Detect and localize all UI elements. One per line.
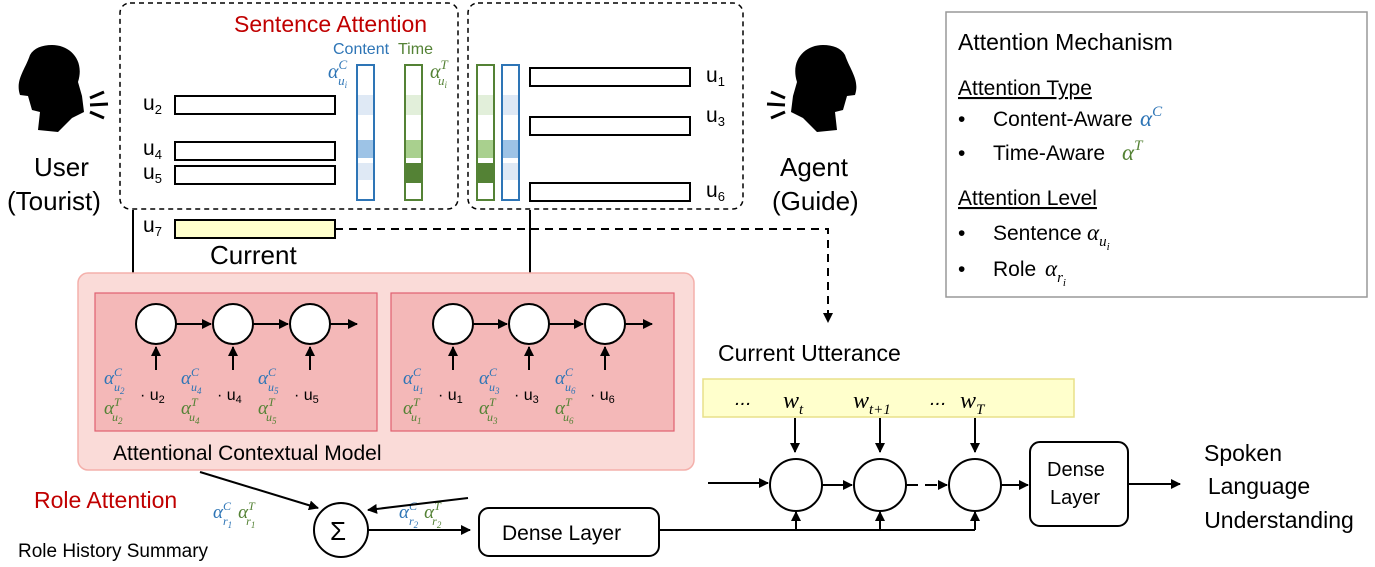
u2-bar [174,95,336,115]
attention-level-heading: Attention Level [958,187,1097,210]
u5-bar [174,165,336,185]
bullet-sentence: • [958,222,965,245]
u2-label: u2 [143,92,162,117]
attentional-model-label: Attentional Contextual Model [113,442,382,465]
svg-text:· u3: · u3 [514,387,539,406]
bullet-time: • [958,142,965,165]
dense-layer-2-box [1029,441,1129,527]
slu-rnn [708,418,1029,512]
slu-line2: Language [1208,473,1310,499]
attention-type-heading: Attention Type [958,77,1092,100]
user-history-box [119,2,459,210]
sigma-label: Σ [330,516,346,546]
word-dots-2: ... [930,388,947,410]
role-level-label: Role [993,258,1036,281]
user-rnn [135,303,358,370]
current-utterance-box [702,378,1075,418]
dense-layer-box [478,507,660,557]
agent-rnn [432,303,653,370]
u5-label: u5 [143,161,162,186]
dense-layer-label: Dense Layer [502,522,621,545]
u1-bar [529,67,691,87]
u4-label: u4 [143,137,162,162]
svg-text:· u6: · u6 [590,387,615,406]
dense-2-line2: Layer [1050,487,1100,509]
current-utterance-label: Current Utterance [718,340,901,366]
word-wT: wT [960,388,986,418]
svg-text:· u5: · u5 [294,387,319,406]
role-attention-label: Role Attention [34,487,177,513]
word-wt1: wt+1 [853,388,891,418]
current-label: Current [210,240,297,270]
time-aware-label: Time-Aware [993,142,1105,165]
word-wt: wt [783,388,804,418]
sentence-attention-label: Sentence Attention [234,11,427,37]
time-label: Time [398,41,433,58]
dense-2-line1: Dense [1047,459,1105,481]
agent-sublabel: (Guide) [772,186,859,216]
user-label: User [34,152,89,182]
bullet-role: • [958,258,965,281]
u6-bar [529,182,691,202]
u1-label: u1 [706,64,725,89]
sentence-level-label: Sentence [993,222,1082,245]
role-history-label: Role History Summary [18,541,209,562]
u3-bar [529,116,691,136]
svg-text:· u4: · u4 [217,387,242,406]
u7-bar [174,219,336,239]
u3-label: u3 [706,104,725,129]
svg-text:· u2: · u2 [140,387,165,406]
content-aware-label: Content-Aware [993,108,1133,131]
svg-text:· u1: · u1 [438,387,463,406]
word-dots-1: ... [735,388,752,410]
content-label: Content [333,41,390,58]
agent-label: Agent [780,152,849,182]
u7-label: u7 [143,214,162,239]
agent-head-icon [766,45,857,132]
agent-history-box [467,2,744,210]
attention-mechanism-title: Attention Mechanism [958,29,1173,55]
attention-mechanism-box [945,11,1368,298]
u6-label: u6 [706,179,725,204]
user-sublabel: (Tourist) [7,186,101,216]
user-head-icon [18,45,109,132]
u4-bar [174,141,336,161]
slu-line3: Understanding [1204,507,1354,533]
slu-line1: Spoken [1204,440,1282,466]
bullet-content: • [958,108,965,131]
